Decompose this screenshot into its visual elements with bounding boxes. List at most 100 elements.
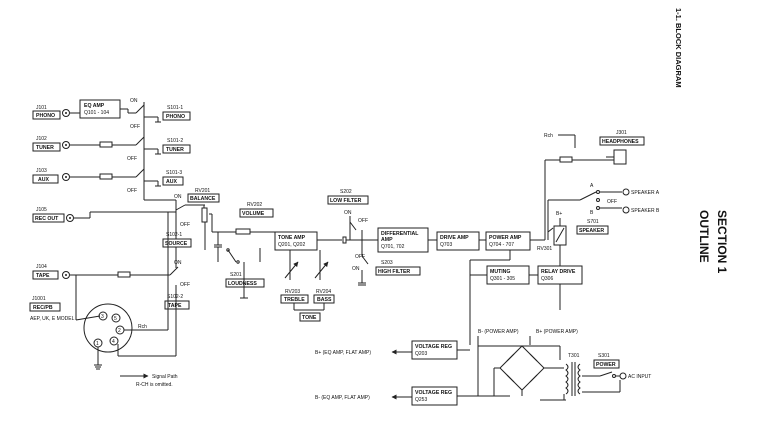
tuner-input: J102 TUNER OFF S101-2 TUNER <box>32 136 191 162</box>
voltage-reg-2: VOLTAGE REG Q253 B- (EQ AMP, FLAT AMP) <box>315 386 478 406</box>
svg-text:Rch: Rch <box>138 324 147 330</box>
svg-text:S201: S201 <box>230 272 242 278</box>
svg-text:A: A <box>590 183 594 189</box>
rec-out: J105 REC OUT <box>32 207 176 223</box>
svg-text:VOLUME: VOLUME <box>242 211 265 217</box>
voltage-reg-1: VOLTAGE REG Q203 B+ (EQ AMP, FLAT AMP) <box>315 340 470 360</box>
svg-text:RV202: RV202 <box>247 202 262 208</box>
svg-text:S101-2: S101-2 <box>167 138 183 144</box>
svg-text:T301: T301 <box>568 353 580 359</box>
svg-text:ON: ON <box>174 260 182 266</box>
svg-text:PHONO: PHONO <box>166 114 185 120</box>
svg-text:S102-1: S102-1 <box>166 232 182 238</box>
rec-pb-connector: J1001 REC/PB AEP, UK, E MODEL 3 5 2 4 1 … <box>29 212 177 370</box>
svg-text:OUTLINE: OUTLINE <box>697 210 711 263</box>
svg-text:4: 4 <box>112 339 115 345</box>
svg-text:DIFFERENTIAL: DIFFERENTIAL <box>381 231 419 237</box>
svg-text:SPEAKER A: SPEAKER A <box>631 190 660 196</box>
svg-text:TUNER: TUNER <box>166 147 184 153</box>
relay-drive-block: RELAY DRIVE Q306 <box>537 265 583 285</box>
svg-text:S701: S701 <box>587 219 599 225</box>
svg-text:2: 2 <box>118 328 121 334</box>
svg-text:ON: ON <box>174 194 182 200</box>
svg-text:Q701, 702: Q701, 702 <box>381 244 405 250</box>
svg-text:POWER: POWER <box>596 362 616 368</box>
svg-text:LOUDNESS: LOUDNESS <box>228 281 257 287</box>
power-amp-block: POWER AMP Q704 - 707 <box>485 231 531 251</box>
svg-text:MUTING: MUTING <box>490 269 510 275</box>
svg-text:OFF: OFF <box>607 199 617 205</box>
svg-text:Signal Path: Signal Path <box>152 374 178 380</box>
drive-amp-block: DRIVE AMP Q703 <box>436 231 480 251</box>
svg-text:BALANCE: BALANCE <box>190 196 216 202</box>
relay: B+ <box>547 211 567 246</box>
svg-text:Q201, Q202: Q201, Q202 <box>278 242 305 248</box>
headphones-output: Rch J301 HEADPHONES <box>544 130 645 165</box>
svg-text:RV203: RV203 <box>285 289 300 295</box>
svg-text:LOW FILTER: LOW FILTER <box>330 198 362 204</box>
rv301: RV301 <box>537 160 552 252</box>
svg-text:3: 3 <box>101 314 104 320</box>
phono-input: J101 PHONO <box>32 105 80 120</box>
svg-text:REC/PB: REC/PB <box>33 305 53 311</box>
svg-text:RV301: RV301 <box>537 246 552 252</box>
svg-text:Rch: Rch <box>544 133 553 139</box>
svg-text:HEADPHONES: HEADPHONES <box>602 139 639 145</box>
svg-text:AUX: AUX <box>38 177 49 183</box>
svg-text:TUNER: TUNER <box>36 145 54 151</box>
svg-text:SECTION 1: SECTION 1 <box>715 210 729 274</box>
svg-text:REC OUT: REC OUT <box>35 216 59 222</box>
svg-text:Q703: Q703 <box>440 242 452 248</box>
svg-text:S101-1: S101-1 <box>167 105 183 111</box>
svg-text:POWER AMP: POWER AMP <box>489 235 522 241</box>
tone-amp-block: TONE AMP Q201, Q202 <box>274 231 318 251</box>
low-filter-switch: S202 LOW FILTER ON OFF <box>317 189 378 244</box>
aux-input: J103 AUX OFF S101-3 AUX <box>32 168 184 194</box>
subtitle: 1-1. BLOCK DIAGRAM <box>674 8 683 88</box>
svg-text:AMP: AMP <box>381 237 393 243</box>
svg-text:TREBLE: TREBLE <box>284 297 305 303</box>
svg-text:Q301 - 305: Q301 - 305 <box>490 276 515 282</box>
svg-text:SPEAKER B: SPEAKER B <box>631 208 660 214</box>
muting-block: MUTING Q301 - 305 <box>486 265 530 285</box>
balance-control: RV201 BALANCE <box>185 188 220 250</box>
svg-text:S202: S202 <box>340 189 352 195</box>
svg-text:Q306: Q306 <box>541 276 553 282</box>
svg-text:OFF: OFF <box>180 282 190 288</box>
svg-text:TAPE: TAPE <box>168 303 182 309</box>
bridge-rectifier <box>493 345 564 396</box>
svg-text:RV204: RV204 <box>316 289 331 295</box>
svg-text:J101: J101 <box>36 105 47 111</box>
svg-text:ON: ON <box>130 98 138 104</box>
svg-text:Q253: Q253 <box>415 397 427 403</box>
svg-text:TONE AMP: TONE AMP <box>278 235 306 241</box>
svg-text:AEP, UK, E MODEL: AEP, UK, E MODEL <box>30 316 75 322</box>
svg-text:S102-2: S102-2 <box>167 294 183 300</box>
svg-text:AC INPUT: AC INPUT <box>628 374 651 380</box>
svg-text:OFF: OFF <box>127 188 137 194</box>
transformer: T301 <box>540 353 581 401</box>
svg-text:1: 1 <box>96 341 99 347</box>
svg-text:RV201: RV201 <box>195 188 210 194</box>
svg-text:HIGH FILTER: HIGH FILTER <box>378 269 410 275</box>
svg-text:VOLTAGE REG: VOLTAGE REG <box>415 390 452 396</box>
legend: Signal Path R-CH is omitted. <box>120 373 178 388</box>
svg-text:1-1. BLOCK DIAGRAM: 1-1. BLOCK DIAGRAM <box>674 8 683 88</box>
power-switch: S301 POWER AC INPUT <box>582 353 651 393</box>
svg-text:OFF: OFF <box>180 222 190 228</box>
svg-text:J102: J102 <box>36 136 47 142</box>
svg-text:Q101 - 104: Q101 - 104 <box>84 110 109 116</box>
svg-text:BASS: BASS <box>317 297 332 303</box>
svg-text:AUX: AUX <box>166 179 177 185</box>
svg-text:J301: J301 <box>616 130 627 136</box>
svg-text:Q704 - 707: Q704 - 707 <box>489 242 514 248</box>
svg-text:PHONO: PHONO <box>36 113 55 119</box>
svg-text:B+: B+ <box>556 211 562 217</box>
svg-text:J103: J103 <box>36 168 47 174</box>
svg-text:EQ AMP: EQ AMP <box>84 103 105 109</box>
high-filter-switch: OFF ON S203 HIGH FILTER <box>352 240 421 286</box>
tape-input: J104 TAPE ON OFF S102-2 TAPE <box>32 260 190 310</box>
svg-text:OFF: OFF <box>355 254 365 260</box>
section-heading: SECTION 1 OUTLINE <box>697 210 729 274</box>
